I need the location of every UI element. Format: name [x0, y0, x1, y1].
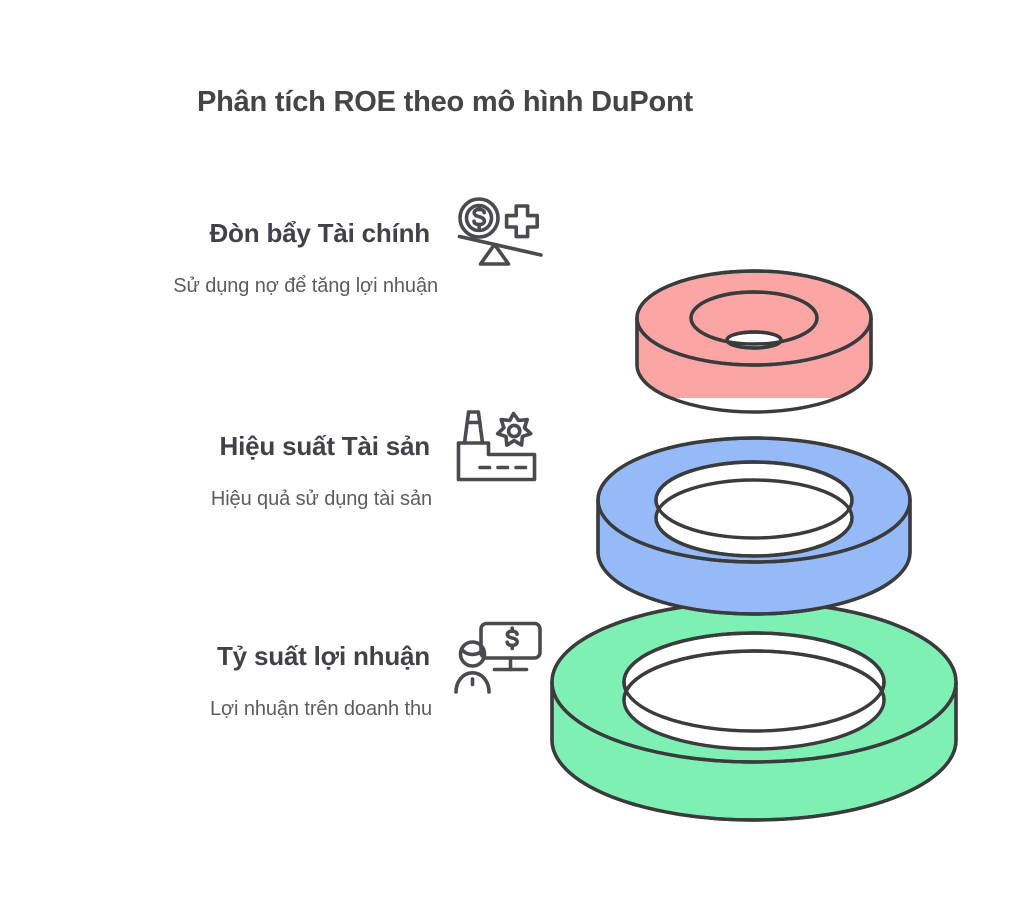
metric-subtitle: Sử dụng nợ để tăng lợi nhuận — [173, 275, 438, 297]
ring-profit-margin — [550, 600, 958, 822]
factory-gear-icon — [452, 406, 548, 486]
metric-row-asset-efficiency: Hiệu suất Tài sản Hiệu quả sử dụng tài s… — [0, 410, 560, 511]
metric-subtitle: Lợi nhuận trên doanh thu — [209, 698, 432, 720]
metric-subtitle: Hiệu quả sử dụng tài sản — [210, 488, 432, 510]
stacked-rings-diagram — [520, 170, 1024, 870]
person-monitor-dollar-icon — [452, 616, 548, 696]
metric-row-profit-margin: Tỷ suất lợi nhuận — [0, 621, 560, 721]
metric-title: Tỷ suất lợi nhuận — [217, 640, 430, 671]
seesaw-balance-icon — [452, 193, 548, 273]
ring-asset-efficiency — [596, 436, 912, 616]
metric-title: Hiệu suất Tài sản — [219, 430, 431, 461]
metric-title: Đòn bẩy Tài chính — [209, 217, 430, 248]
metric-row-financial-leverage: Đòn bẩy Tài chính Sử dụng nợ để tăng l — [0, 197, 560, 298]
page-title: Phân tích ROE theo mô hình DuPont — [196, 86, 694, 118]
